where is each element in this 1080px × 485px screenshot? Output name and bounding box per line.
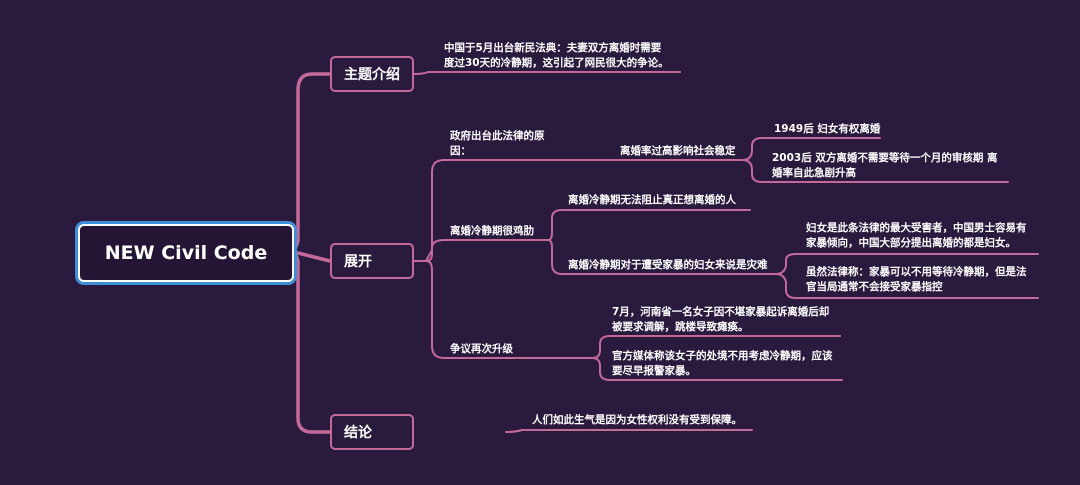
escalate-label: 争议再次升级: [450, 343, 513, 355]
root-title: NEW Civil Code: [104, 242, 268, 264]
topic-conclusion[interactable]: 结论: [330, 414, 414, 450]
chicken-rib-label: 离婚冷静期很鸡肋: [450, 225, 534, 237]
chicken-rib-sub2: 离婚冷静期对于遭受家暴的妇女来说是灾难: [568, 259, 768, 271]
topic-intro[interactable]: 主题介绍: [330, 56, 414, 92]
conclusion-text: 人们如此生气是因为女性权利没有受到保障。: [532, 414, 742, 426]
topic-intro-label: 主题介绍: [344, 67, 400, 83]
victim-detail: 妇女是此条法律的最大受害者，中国男士容易有 家暴倾向，中国大部分提出离婚的都是妇…: [806, 222, 1027, 249]
reason-detail-1949: 1949后 妇女有权离婚: [774, 123, 881, 135]
reason-detail-2003: 2003后 双方离婚不需要等待一个月的审核期 离 婚率自此急剧升高: [772, 152, 998, 179]
intro-text: 中国于5月出台新民法典：夫妻双方离婚时需要 度过30天的冷静期，这引起了网民很大…: [444, 42, 669, 69]
escalate-detail-media: 官方媒体称该女子的处境不用考虑冷静期，应该 要尽早报警家暴。: [612, 350, 833, 377]
reason-label: 政府出台此法律的原 因：: [450, 130, 545, 157]
topic-expand[interactable]: 展开: [330, 243, 414, 279]
topic-conclusion-label: 结论: [344, 425, 372, 441]
topic-expand-label: 展开: [344, 254, 372, 270]
root-node[interactable]: NEW Civil Code: [78, 224, 294, 282]
escalate-detail-henan: 7月，河南省一名女子因不堪家暴起诉离婚后却 被要求调解，跳楼导致瘫痪。: [612, 306, 830, 333]
chicken-rib-sub1: 离婚冷静期无法阻止真正想离婚的人: [568, 194, 736, 206]
reason-sub: 离婚率过高影响社会稳定: [620, 145, 736, 157]
law-detail: 虽然法律称：家暴可以不用等待冷静期，但是法 官当局通常不会接受家暴指控: [806, 266, 1027, 293]
